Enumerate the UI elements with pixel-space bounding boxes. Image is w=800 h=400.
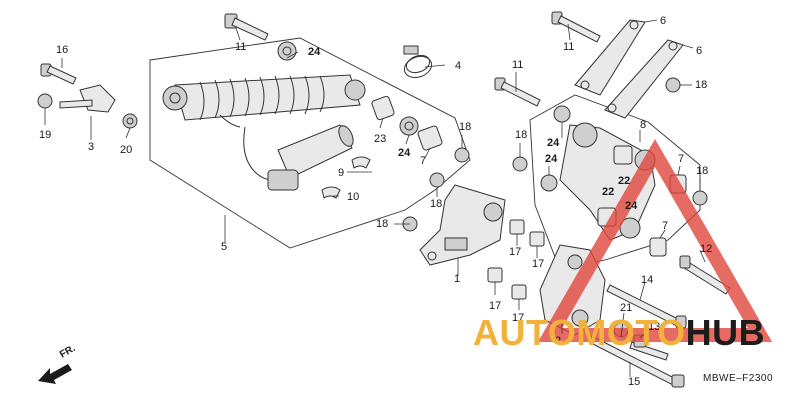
part-label-p18c: 18 [515, 129, 527, 141]
part-label-p17c: 17 [489, 300, 501, 312]
nut-20[interactable] [122, 113, 138, 129]
shock-reservoir[interactable] [267, 123, 356, 191]
collar-22-upper[interactable] [613, 145, 633, 165]
bushing-7-shock[interactable] [417, 125, 443, 151]
part-label-p6b: 6 [696, 45, 702, 57]
part-label-p23: 23 [374, 133, 386, 145]
part-label-p2: 2 [555, 335, 561, 347]
bolt-15[interactable] [588, 335, 685, 388]
part-label-p11c: 11 [512, 59, 523, 71]
cap-nut-19[interactable] [37, 93, 53, 109]
part-label-p13: 13 [648, 321, 660, 333]
hose-clamp-4[interactable] [401, 45, 434, 81]
bracket-3[interactable] [59, 84, 116, 113]
part-label-p6a: 6 [660, 15, 666, 27]
part-label-p22a: 22 [618, 175, 630, 187]
part-label-p7a: 7 [420, 155, 426, 167]
watermark-triangle [537, 138, 773, 342]
part-label-p15: 15 [628, 376, 640, 388]
part-label-p18b: 18 [695, 79, 707, 91]
part-label-p18f: 18 [376, 218, 388, 230]
part-label-p24c: 24 [547, 137, 560, 149]
part-label-p14: 14 [641, 274, 653, 286]
part-label-p11b: 11 [563, 41, 574, 53]
nut-24-shock-side[interactable] [399, 116, 419, 136]
washer-9[interactable] [351, 156, 371, 169]
part-label-p12: 12 [700, 243, 712, 255]
part-label-p3: 3 [88, 141, 94, 153]
part-label-p9: 9 [338, 167, 344, 179]
front-arrow-icon [38, 364, 72, 384]
nut-18-shock[interactable] [454, 147, 470, 163]
part-label-p7b: 7 [678, 153, 684, 165]
part-label-p5: 5 [221, 241, 227, 253]
part-label-p1: 1 [454, 273, 460, 285]
bushing-7-lower[interactable] [649, 237, 667, 257]
part-label-p24e: 24 [625, 200, 638, 212]
front-direction-label: FR. [58, 343, 78, 361]
rear-shock-absorber[interactable] [162, 74, 366, 181]
part-label-p4: 4 [455, 60, 461, 72]
nut-18-arm[interactable] [512, 156, 528, 172]
nut-24-arm-b[interactable] [540, 174, 558, 192]
diagram-code: MBWE–F2300 [703, 373, 773, 384]
nut-18-right[interactable] [692, 190, 708, 206]
bolt-11-upper[interactable] [224, 13, 269, 41]
part-label-p24b: 24 [398, 147, 411, 159]
bolt-12[interactable] [679, 255, 731, 295]
nut-24-arm-a[interactable] [553, 105, 571, 123]
bolt-14[interactable] [606, 284, 687, 329]
part-label-p18d: 18 [696, 165, 708, 177]
part-label-p24a: 24 [308, 46, 321, 58]
bolt-11-tie-rod[interactable] [551, 11, 601, 43]
part-label-p18e: 18 [430, 198, 442, 210]
part-label-p10: 10 [347, 191, 359, 203]
part-label-p21: 21 [620, 302, 632, 314]
watermark-text-accent: HUB [685, 312, 766, 353]
nut-18-tie-rod[interactable] [665, 77, 681, 93]
collar-23[interactable] [371, 95, 395, 121]
part-label-p24d: 24 [545, 153, 558, 165]
watermark-logo: AUTOMOTOHUB [473, 313, 793, 353]
part-label-p20: 20 [120, 144, 132, 156]
bushing-17-d[interactable] [511, 284, 527, 300]
part-label-p18a: 18 [459, 121, 471, 133]
bushing-17-b[interactable] [529, 231, 545, 247]
part-label-p16: 16 [56, 44, 68, 56]
part-label-p17b: 17 [532, 258, 544, 270]
bushing-17-a[interactable] [509, 219, 525, 235]
part-label-p17a: 17 [509, 246, 521, 258]
leader-lines [44, 19, 706, 377]
part-label-p11a: 11 [235, 41, 246, 53]
part-label-p8: 8 [640, 119, 646, 131]
washer-10[interactable] [321, 186, 341, 199]
part-label-p17d: 17 [512, 312, 524, 324]
bolt-11-arm[interactable] [494, 77, 541, 107]
bushing-17-c[interactable] [487, 267, 503, 283]
bolt-16[interactable] [40, 63, 77, 85]
part-label-p22b: 22 [602, 186, 614, 198]
nut-24-shock-top[interactable] [277, 41, 297, 61]
part-label-p7c: 7 [662, 220, 668, 232]
watermark-text-main: AUTOMOTO [473, 312, 686, 353]
shock-assembly-outline [149, 37, 471, 249]
shock-link-bracket-1[interactable] [419, 184, 506, 266]
nut-18-bracket-upper[interactable] [429, 172, 445, 188]
part-label-p19: 19 [39, 129, 51, 141]
front-direction-indicator: FR. [38, 343, 78, 384]
